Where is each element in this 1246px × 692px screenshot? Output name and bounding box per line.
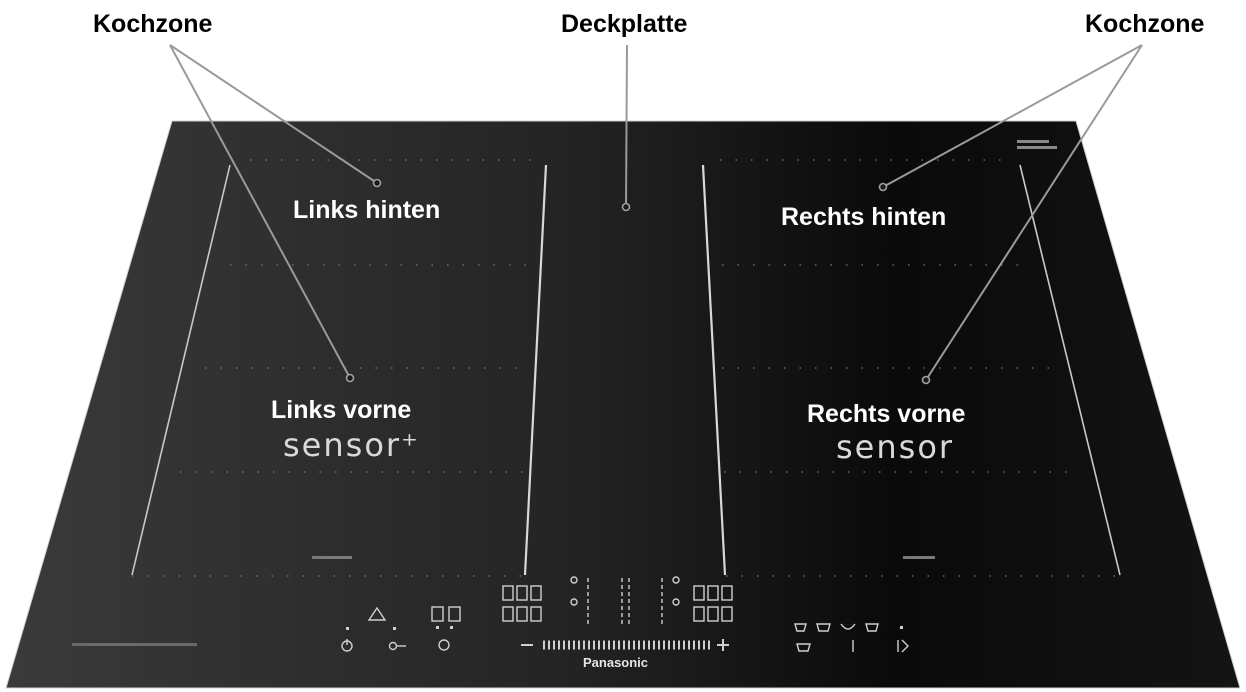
label-right-back: Rechts hinten (781, 203, 947, 231)
lock-key-icon (388, 641, 406, 651)
left-edge-line (131, 164, 231, 576)
timer-power-icon (438, 639, 450, 651)
leader-lines (169, 44, 1143, 381)
sensor-logo: sensor (836, 428, 955, 466)
right-edge-line (1019, 164, 1121, 576)
grill-icon (796, 643, 811, 652)
label-left-front: Links vorne (271, 396, 412, 424)
warning-icon (367, 606, 387, 621)
play-pause-icon (897, 639, 909, 653)
left-control-cluster (341, 606, 461, 652)
sensor-plus-logo: sensor⁺ (283, 426, 420, 464)
leader-endpoints (345, 178, 931, 385)
model-mark (1017, 140, 1057, 149)
left-zone-mark (312, 556, 352, 559)
center-bridge-marks (587, 578, 663, 624)
zone-dot-rows (132, 159, 1122, 577)
slider-plus-icon[interactable] (717, 639, 729, 651)
right-cluster-dot (900, 626, 903, 629)
timer-display (431, 606, 461, 622)
brand-logo: Panasonic (583, 655, 649, 670)
glass-top-plate (5, 120, 1241, 689)
series-mark (72, 643, 197, 646)
callout-cooking-zone-right: Kochzone (1085, 10, 1205, 38)
pot-icon-3 (840, 623, 856, 630)
right-zone-displays (672, 576, 733, 622)
label-left-back: Links hinten (293, 196, 441, 224)
callout-top-plate: Deckplatte (561, 10, 688, 38)
pot-icon-1 (794, 623, 807, 632)
center-left-line (523, 164, 548, 576)
center-right-line (701, 164, 727, 576)
right-control-cluster (794, 623, 909, 653)
callout-cooking-zone-left: Kochzone (93, 10, 213, 38)
pot-icon-4 (865, 623, 879, 632)
label-right-front: Rechts vorne (807, 400, 966, 428)
left-cluster-dots (346, 626, 453, 630)
right-zone-mark (903, 556, 935, 559)
power-slider[interactable] (521, 639, 729, 651)
left-zone-displays (502, 576, 578, 622)
pot-icon-2 (816, 623, 831, 632)
